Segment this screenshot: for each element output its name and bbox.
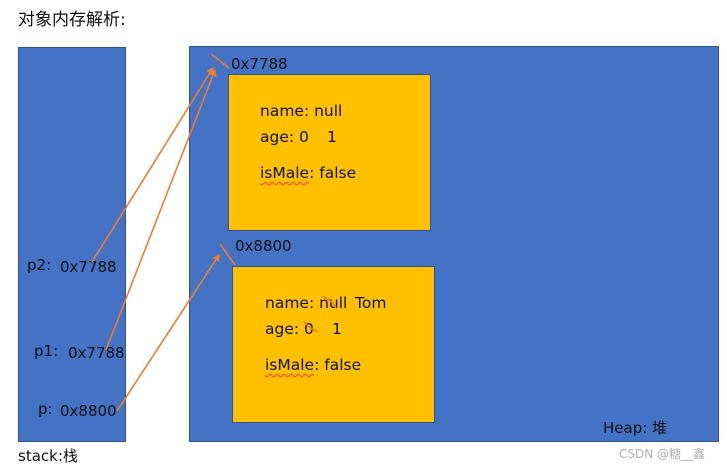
- object1-name-field: name: null: [260, 102, 343, 120]
- arrow-p2-to-0x7788: [91, 67, 214, 263]
- object1-address: 0x7788: [231, 55, 288, 73]
- stack-var-p2-name: p2:: [27, 256, 52, 274]
- object2-ismale-field: isMale: false: [265, 356, 362, 374]
- object1-age-new: 1: [327, 128, 337, 146]
- page-title: 对象内存解析:: [18, 10, 126, 30]
- tick-mark-0x8800: [219, 243, 236, 266]
- stack-var-p-name: p:: [38, 400, 53, 418]
- object2-age-new: 1: [332, 320, 342, 338]
- watermark: CSDN @糖__鑫: [619, 447, 706, 461]
- stack-var-p2-value: 0x7788: [60, 258, 117, 276]
- object1-age-field: age: 0: [260, 128, 309, 146]
- stack-var-p1-value: 0x7788: [68, 344, 125, 362]
- object2-name-new: Tom: [355, 294, 387, 312]
- strike-age-zero: [303, 321, 318, 333]
- stack-var-p1-name: p1:: [34, 342, 59, 360]
- arrow-p1-to-0x7788: [105, 69, 217, 351]
- object1-ismale-field: isMale: false: [260, 164, 357, 182]
- heap-object-0x8800: [232, 266, 435, 423]
- object2-ismale-key: isMale: [265, 356, 315, 374]
- tick-mark-0x7788: [210, 53, 230, 69]
- object1-ismale-rest: : false: [309, 164, 357, 182]
- object1-ismale-key: isMale: [260, 164, 310, 182]
- stack-var-p-value: 0x8800: [60, 402, 117, 420]
- object2-address: 0x8800: [235, 237, 292, 255]
- heap-label: Heap: 堆: [603, 419, 668, 437]
- stack-label: stack:栈: [18, 447, 78, 465]
- heap-object-0x7788: [228, 74, 431, 231]
- strike-name-null: [321, 295, 337, 308]
- arrow-p-to-0x8800: [116, 254, 220, 412]
- object2-age-field: age: 0: [265, 320, 314, 338]
- object2-ismale-rest: : false: [314, 356, 362, 374]
- stack-region: [18, 47, 126, 442]
